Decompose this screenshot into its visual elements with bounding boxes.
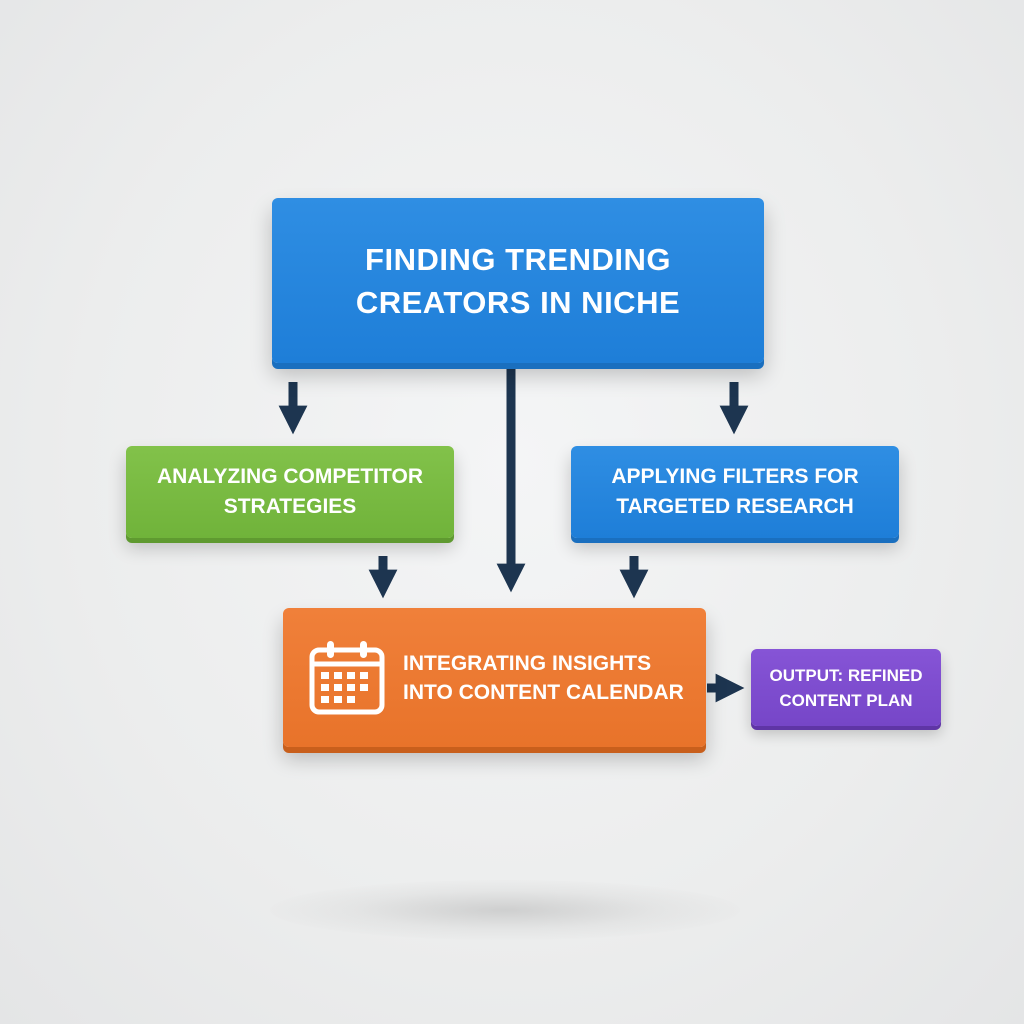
calendar-icon [309, 640, 385, 714]
node-finding-trending-creators: FINDING TRENDING CREATORS IN NICHE [272, 198, 764, 363]
node-finding-trending-creators-label: FINDING TRENDING CREATORS IN NICHE [355, 241, 681, 320]
node-output-refined-plan-label: OUTPUT: REFINED CONTENT PLAN [769, 665, 923, 710]
node-output-refined-plan: OUTPUT: REFINED CONTENT PLAN [751, 649, 941, 726]
floor-shadow [270, 880, 740, 940]
node-integrating-insights: INTEGRATING INSIGHTS INTO CONTENT CALEND… [283, 608, 706, 747]
node-applying-filters: APPLYING FILTERS FOR TARGETED RESEARCH [571, 446, 899, 538]
node-analyzing-competitor-strategies: ANALYZING COMPETITOR STRATEGIES [126, 446, 454, 538]
node-applying-filters-label: APPLYING FILTERS FOR TARGETED RESEARCH [611, 465, 859, 518]
node-integrating-insights-label: INTEGRATING INSIGHTS INTO CONTENT CALEND… [403, 651, 684, 704]
node-analyzing-competitor-strategies-label: ANALYZING COMPETITOR STRATEGIES [156, 465, 424, 518]
